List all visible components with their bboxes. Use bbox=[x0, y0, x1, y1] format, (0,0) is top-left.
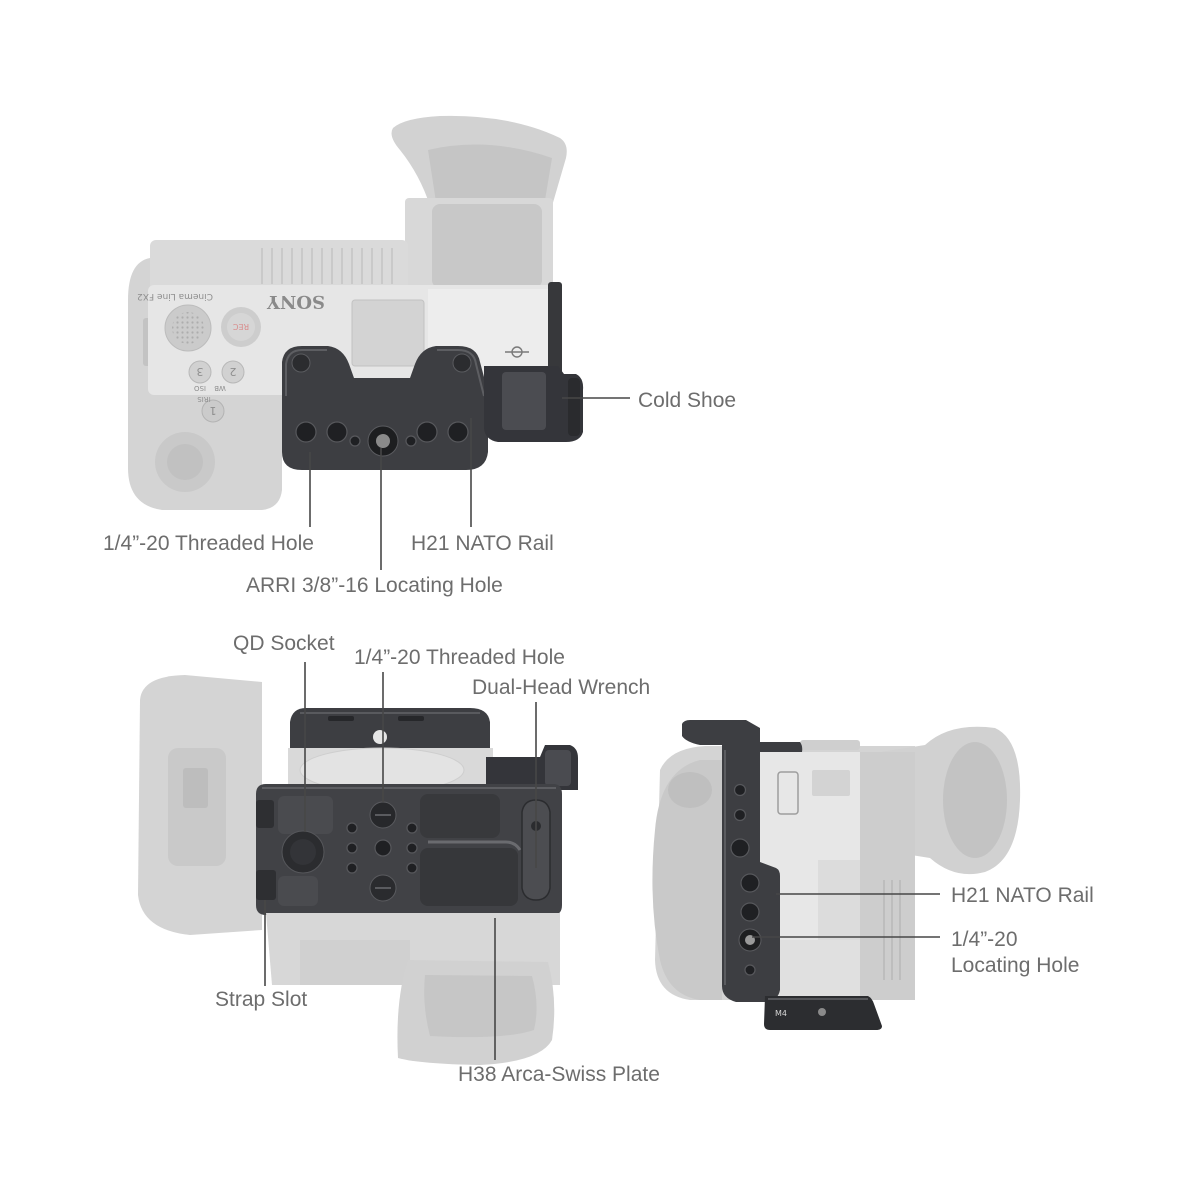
label-arca-swiss-plate: H38 Arca-Swiss Plate bbox=[458, 1063, 660, 1086]
cage-hole bbox=[733, 808, 747, 822]
camera-model: Cinema Line FX2 bbox=[137, 291, 213, 301]
top-camera-ridge bbox=[150, 240, 408, 292]
side-cage-frame bbox=[682, 720, 803, 1002]
strap-slot bbox=[256, 800, 274, 828]
side-panel-door bbox=[818, 860, 860, 940]
qd-socket-core bbox=[290, 839, 316, 865]
top-button-2: 2 bbox=[221, 360, 245, 384]
side-hdmi-port bbox=[777, 771, 799, 815]
plate-raised-block bbox=[278, 876, 318, 906]
bottom-eyecup-inner bbox=[424, 975, 537, 1038]
top-bar-slot bbox=[328, 716, 354, 721]
rec-button-label: REC bbox=[232, 322, 249, 331]
label-strap-slot: Strap Slot bbox=[215, 988, 307, 1011]
small-hole bbox=[349, 435, 361, 447]
button-3-body bbox=[188, 360, 212, 384]
label-dual-head-wrench: Dual-Head Wrench bbox=[472, 676, 650, 699]
threaded-hole bbox=[295, 421, 317, 443]
cold-shoe-face bbox=[502, 372, 546, 430]
top-eyecup-inner bbox=[428, 144, 552, 202]
small-hole bbox=[405, 435, 417, 447]
lower-dial-center bbox=[167, 444, 203, 480]
cage-hole bbox=[733, 783, 747, 797]
button-2-body bbox=[221, 360, 245, 384]
control-dial-grid bbox=[172, 312, 204, 344]
handle-screw-left bbox=[291, 353, 311, 373]
bottom-battery-latch bbox=[183, 768, 208, 808]
top-view: REC SONY Cinema Line FX2 3 2 1 ISO WB IR… bbox=[103, 115, 736, 597]
handle-highlight bbox=[285, 349, 485, 397]
side-eyecup-inner bbox=[943, 742, 1007, 858]
small-hole bbox=[346, 842, 358, 854]
plate-recess-upper bbox=[420, 794, 500, 838]
cold-shoe bbox=[484, 366, 584, 442]
small-hole bbox=[406, 842, 418, 854]
side-front-button bbox=[668, 772, 712, 808]
top-button-1: 1 bbox=[201, 399, 225, 423]
label-threaded-hole: 1/4”-20 Threaded Hole bbox=[103, 532, 314, 555]
label-nato-rail: H21 NATO Rail bbox=[951, 884, 1094, 907]
small-hole bbox=[406, 862, 418, 874]
label-arri-locating-hole: ARRI 3/8”-16 Locating Hole bbox=[246, 574, 503, 597]
threaded-hole bbox=[447, 421, 469, 443]
label-locating-hole-line-2: Locating Hole bbox=[951, 954, 1079, 977]
top-lower-dial bbox=[155, 432, 215, 492]
button-1-body bbox=[201, 399, 225, 423]
label-nato-rail: H21 NATO Rail bbox=[411, 532, 554, 555]
bottom-lower-tab bbox=[300, 940, 410, 985]
cold-shoe-lever bbox=[568, 378, 580, 436]
strap-slot bbox=[256, 870, 276, 900]
handle-screw-right bbox=[452, 353, 472, 373]
button-caption-wb: WB bbox=[214, 384, 226, 392]
top-control-dial bbox=[164, 304, 212, 352]
small-hole bbox=[346, 822, 358, 834]
top-bar-slot bbox=[398, 716, 424, 721]
nato-rail-top-handle bbox=[282, 346, 488, 470]
bottom-view: QD Socket 1/4”-20 Threaded Hole Dual-Hea… bbox=[138, 632, 660, 1086]
camera-logo: SONY bbox=[266, 291, 325, 312]
foot-engraving: M4 bbox=[775, 1009, 787, 1018]
side-rear-body bbox=[860, 752, 915, 1000]
button-1-label: 1 bbox=[210, 404, 217, 417]
label-cold-shoe: Cold Shoe bbox=[638, 389, 736, 412]
top-bar-hole bbox=[373, 730, 387, 744]
wrench-arm bbox=[428, 840, 522, 851]
top-hot-shoe-square bbox=[351, 299, 425, 367]
side-camera-front bbox=[652, 760, 722, 1000]
small-hole bbox=[374, 839, 392, 857]
rec-button-face bbox=[227, 313, 255, 341]
cage-hole bbox=[740, 873, 760, 893]
label-qd-socket: QD Socket bbox=[233, 632, 335, 655]
bottom-cold-shoe-face bbox=[545, 750, 571, 786]
side-view: M4 H21 NATO Rail 1/4”-20 Locating Hole bbox=[652, 720, 1094, 1030]
side-port-cover bbox=[812, 770, 850, 796]
small-hole bbox=[406, 822, 418, 834]
top-button-3: 3 bbox=[188, 360, 212, 384]
cage-hole bbox=[740, 902, 760, 922]
foot-hole bbox=[818, 1008, 826, 1016]
focal-plane-mark-icon bbox=[505, 346, 529, 358]
cage-hole bbox=[744, 964, 756, 976]
side-top-buttons bbox=[800, 740, 860, 750]
top-rec-button: REC bbox=[221, 307, 261, 347]
top-ridge-grooves bbox=[261, 248, 393, 284]
button-3-label: 3 bbox=[197, 365, 204, 378]
label-threaded-hole: 1/4”-20 Threaded Hole bbox=[354, 646, 565, 669]
threaded-hole bbox=[416, 421, 438, 443]
arri-locating-hole-core bbox=[376, 434, 390, 448]
side-vents bbox=[883, 880, 901, 980]
button-2-label: 2 bbox=[230, 365, 237, 378]
small-hole bbox=[346, 862, 358, 874]
top-viewfinder-inner bbox=[432, 204, 542, 288]
cage-hole bbox=[730, 838, 750, 858]
button-caption-iso: ISO bbox=[194, 384, 207, 392]
label-locating-hole-line-1: 1/4”-20 bbox=[951, 928, 1018, 951]
side-lower-panel bbox=[770, 940, 860, 998]
button-caption-iris: IRIS bbox=[197, 395, 211, 403]
threaded-hole bbox=[326, 421, 348, 443]
plate-recess-lower bbox=[420, 848, 518, 906]
